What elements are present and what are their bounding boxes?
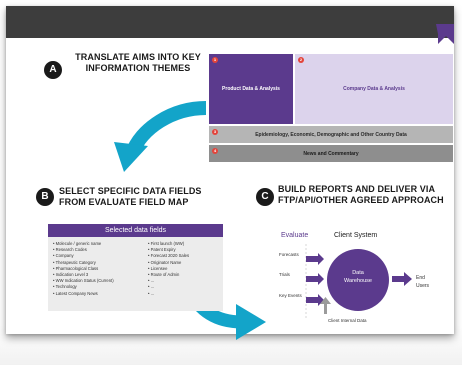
teal-arrow-a-to-b-icon (114, 101, 207, 172)
information-themes-treemap: 1 Product Data & Analysis 2 Company Data… (209, 54, 453, 162)
step-a-heading: TRANSLATE AIMS INTO KEY INFORMATION THEM… (68, 52, 208, 74)
field-item: ... (148, 284, 189, 290)
field-item: ... (148, 278, 189, 284)
field-item: First launch (WW) (148, 241, 189, 247)
tile-4-label: News and Commentary (303, 150, 359, 157)
flow-client-system-label: Client System (334, 232, 378, 239)
step-c-heading: BUILD REPORTS AND DELIVER VIA FTP/API/OT… (278, 184, 444, 206)
step-b-title-line1: SELECT SPECIFIC DATA FIELDS (59, 186, 202, 196)
end-users-line1: End (416, 275, 425, 281)
fields-right-column: First launch (WW) Patent Expiry Forecast… (148, 241, 189, 297)
flow-input-key-events: Key Events (279, 293, 302, 298)
tile-product-data: 1 Product Data & Analysis (209, 54, 293, 124)
tile-2-number: 2 (298, 57, 304, 63)
tile-news: 4 News and Commentary (209, 145, 453, 162)
field-item: Molecule / generic name (53, 241, 114, 247)
field-item: Company (53, 253, 114, 259)
flow-input-forecasts: Forecasts (279, 252, 299, 257)
tile-1-number: 1 (212, 57, 218, 63)
field-item: Originator Name (148, 260, 189, 266)
field-item: Route of Admin (148, 272, 189, 278)
end-users-arrow-icon (392, 272, 412, 286)
step-b-title-line2: FROM EVALUATE FIELD MAP (59, 197, 189, 207)
step-b-badge: B (36, 188, 54, 206)
key-events-arrow-icon (306, 294, 324, 306)
tile-epidemiology-data: 3 Epidemiology, Economic, Demographic an… (209, 126, 453, 143)
end-users-line2: Users (416, 283, 430, 289)
data-warehouse-circle (327, 249, 389, 311)
step-a-title-line2: INFORMATION THEMES (85, 63, 191, 73)
data-warehouse-line1: Data (352, 270, 364, 276)
flow-input-trials: Trials (279, 272, 290, 277)
step-c-badge: C (256, 188, 274, 206)
delivery-flow-diagram (305, 244, 412, 320)
field-item: Licensee (148, 266, 189, 272)
client-internal-arrow-icon (320, 297, 331, 314)
field-item: Latest Company News (53, 291, 114, 297)
top-bar (6, 6, 454, 38)
tile-1-label: Product Data & Analysis (222, 86, 280, 92)
process-card: A TRANSLATE AIMS INTO KEY INFORMATION TH… (6, 6, 454, 340)
tile-3-label: Epidemiology, Economic, Demographic and … (255, 131, 407, 138)
flow-evaluate-label: Evaluate (281, 232, 309, 239)
step-c-title-line1: BUILD REPORTS AND DELIVER VIA (278, 184, 436, 194)
end-users-label: End Users (416, 274, 429, 290)
forecasts-arrow-icon (306, 253, 324, 265)
tile-4-number: 4 (212, 148, 218, 154)
trials-arrow-icon (306, 273, 324, 285)
fields-panel-header: Selected data fields (48, 224, 223, 237)
field-item: Indication Level 3 (53, 272, 114, 278)
data-warehouse-label: Data Warehouse (330, 269, 386, 285)
step-c-title-line2: FTP/API/OTHER AGREED APPROACH (278, 195, 444, 205)
field-item: Technology (53, 284, 114, 290)
step-a-title-line1: TRANSLATE AIMS INTO KEY (75, 52, 201, 62)
field-item: Patent Expiry (148, 247, 189, 253)
client-internal-data-label: Client Internal Data (328, 318, 367, 323)
fields-left-column: Molecule / generic name Research Codes C… (53, 241, 114, 297)
field-item: Therapeutic Category (53, 260, 114, 266)
tile-2-label: Company Data & Analysis (343, 86, 405, 92)
selected-data-fields-panel: Selected data fields Molecule / generic … (48, 224, 223, 311)
data-warehouse-line2: Warehouse (344, 278, 372, 284)
step-b-heading: SELECT SPECIFIC DATA FIELDS FROM EVALUAT… (59, 186, 202, 208)
tile-company-data: 2 Company Data & Analysis (295, 54, 453, 124)
field-item: Research Codes (53, 247, 114, 253)
field-item: WW Indication Status (Current) (53, 278, 114, 284)
field-item: ... (148, 291, 189, 297)
tile-3-number: 3 (212, 129, 218, 135)
step-a-badge: A (44, 61, 62, 79)
field-item: Forecast 2020 Sales (148, 253, 189, 259)
field-item: Pharmacological Class (53, 266, 114, 272)
brand-corner-icon (436, 24, 454, 44)
